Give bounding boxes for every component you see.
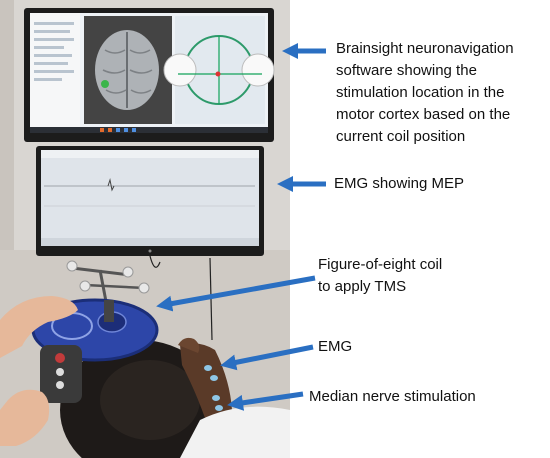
lab-photo — [0, 0, 290, 458]
label-brainsight-line-3: stimulation location in the — [336, 84, 505, 101]
arrow-icon-median — [227, 391, 304, 411]
label-coil-line-1: Figure-of-eight coil — [318, 256, 443, 273]
label-coil-line-2: to apply TMS — [318, 278, 407, 295]
label-brainsight-line-1: Brainsight neuronavigation — [336, 40, 514, 57]
arrow-icon-coil — [156, 275, 316, 312]
label-brainsight-line-2: software showing the — [336, 62, 477, 79]
coil-handle — [40, 345, 82, 403]
brainsight-monitor — [24, 8, 275, 142]
label-median-nerve: Median nerve stimulation — [309, 388, 476, 405]
label-brainsight-line-5: current coil position — [336, 128, 466, 145]
label-coil: Figure-of-eight coil to apply TMS — [318, 254, 442, 298]
label-brainsight: Brainsight neuronavigation software show… — [336, 38, 514, 148]
label-emg: EMG — [318, 338, 353, 355]
brain-render-icon — [95, 30, 159, 110]
label-brainsight-line-4: motor cortex based on the — [336, 106, 511, 123]
label-emg-mep: EMG showing MEP — [334, 175, 465, 192]
arrow-icon-emg — [220, 344, 314, 371]
tracker-markers — [66, 260, 150, 313]
emg-monitor — [36, 146, 264, 256]
